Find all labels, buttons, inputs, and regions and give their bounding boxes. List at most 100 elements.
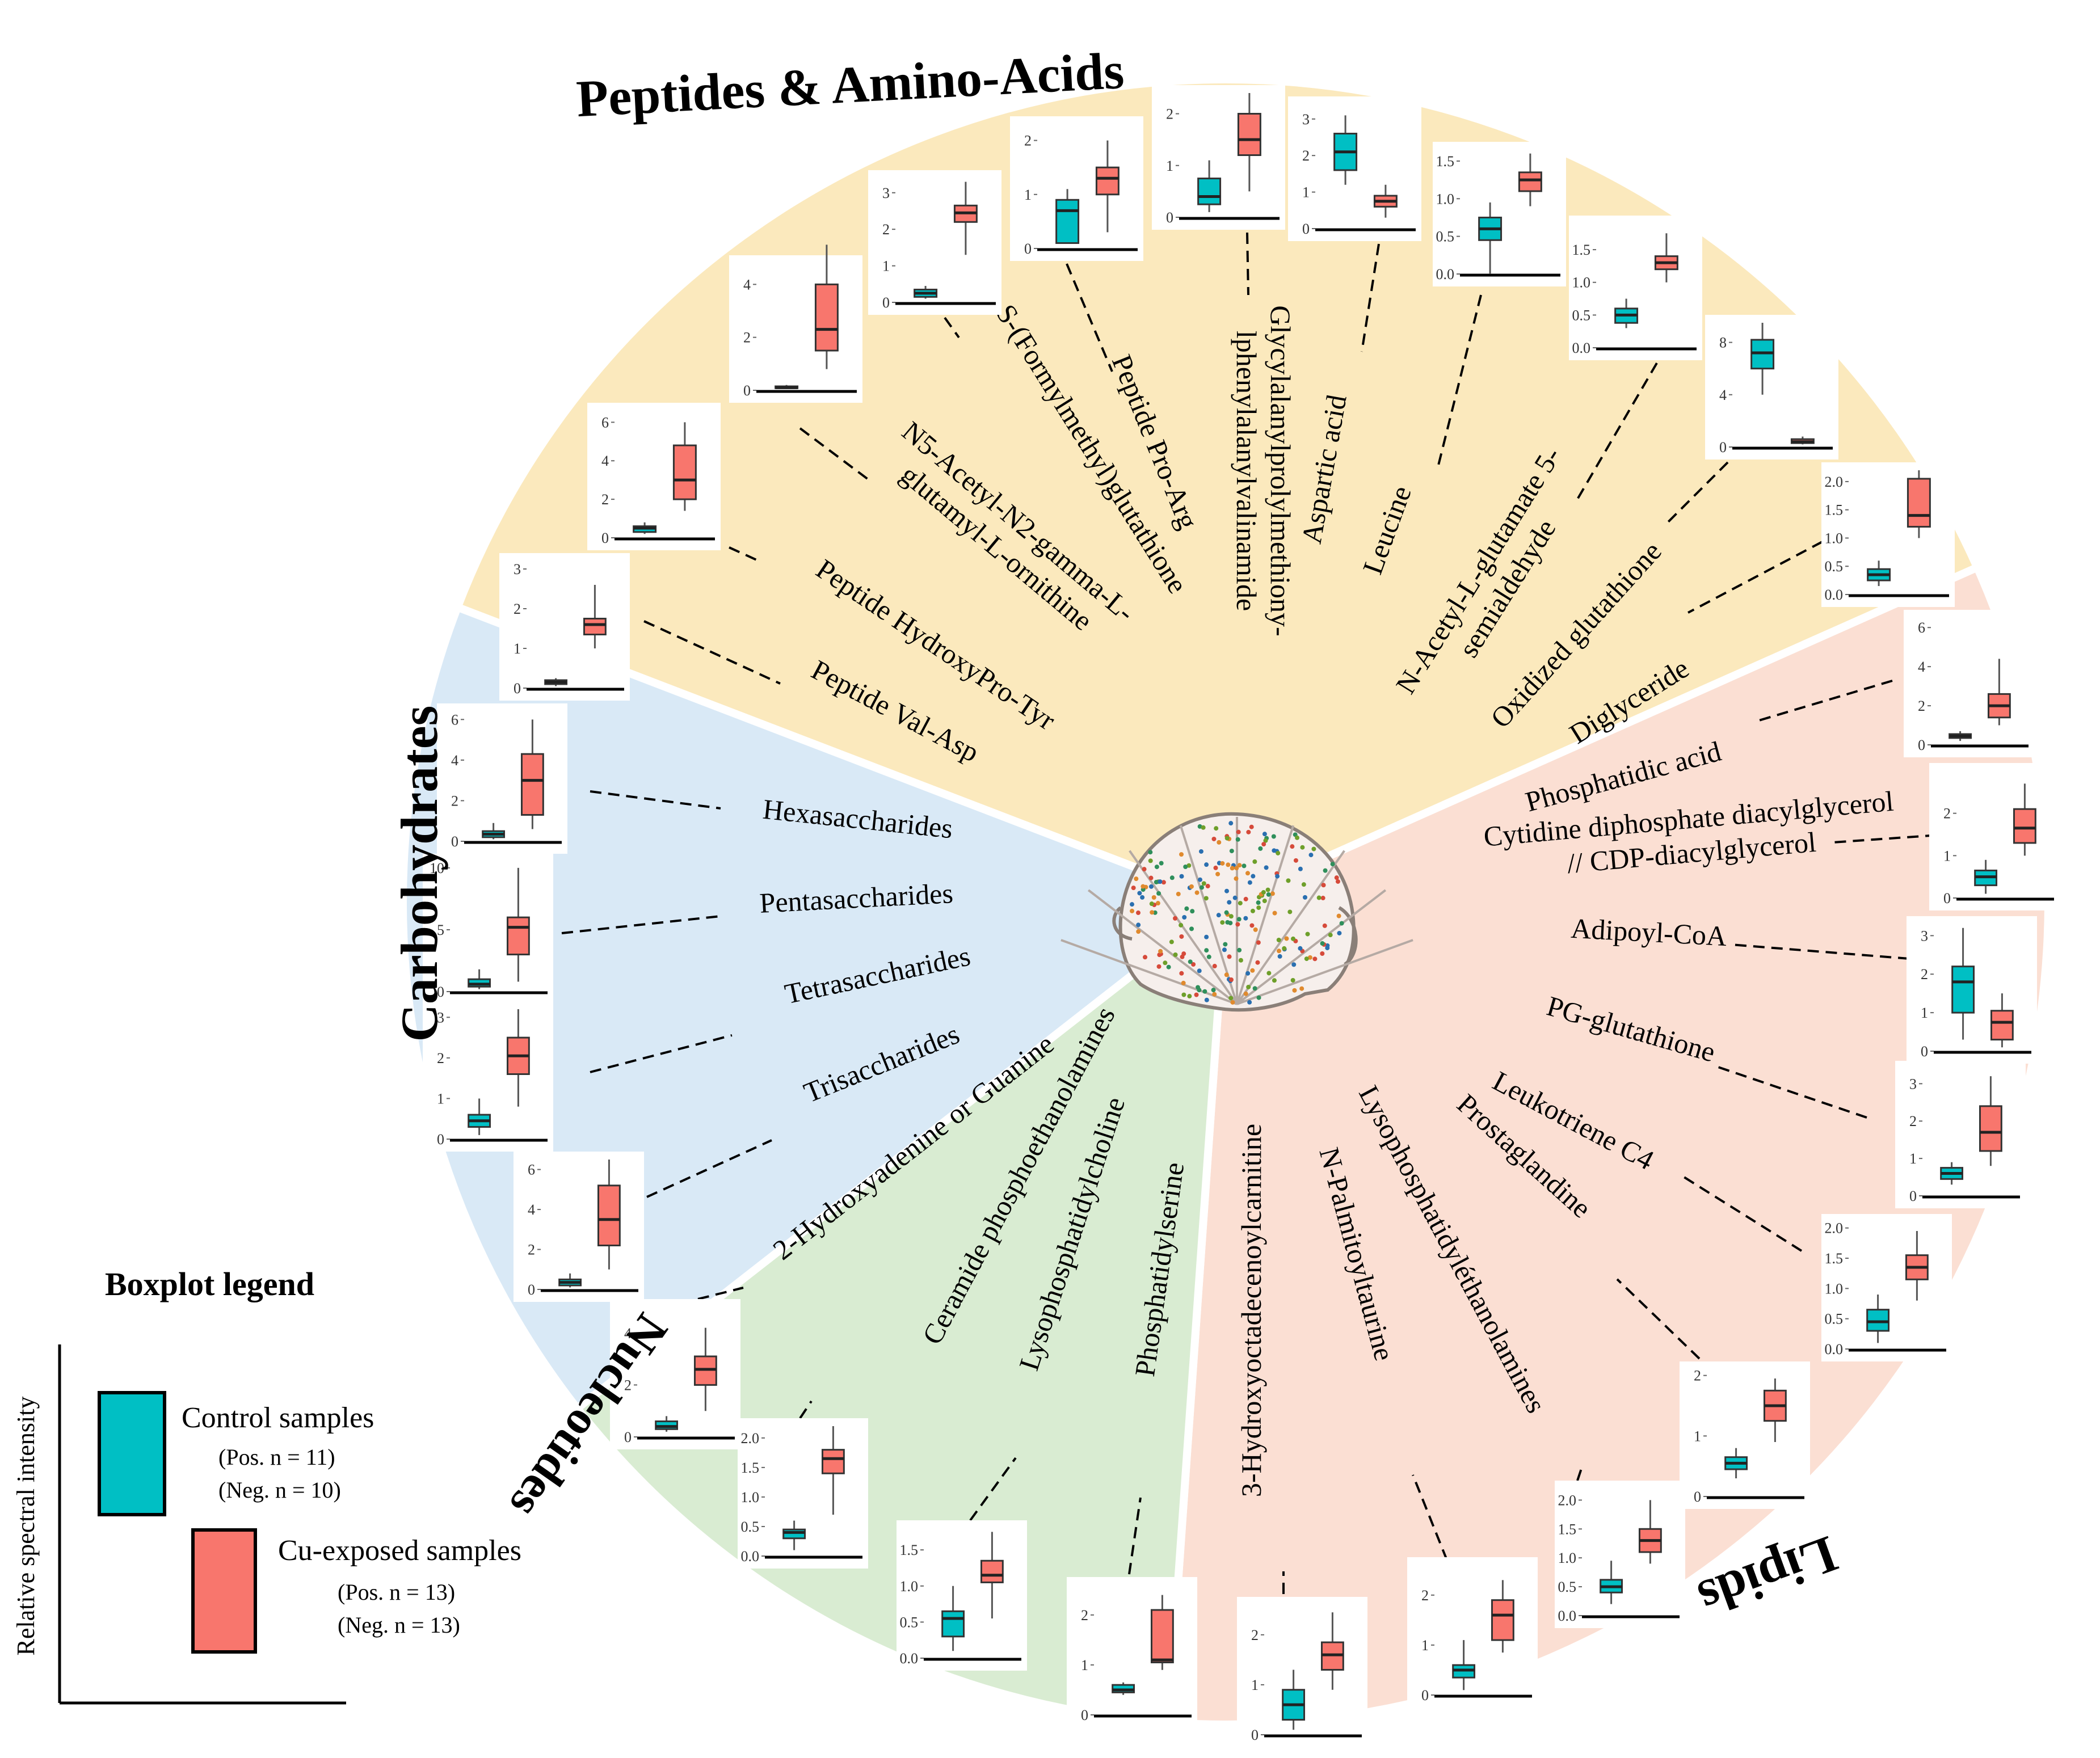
shell-dot [1143, 955, 1148, 960]
shell-dot [1304, 956, 1309, 962]
boxplot-tick-label: 1 [882, 258, 890, 275]
boxplot-tick-label: 0.0 [1825, 587, 1844, 603]
shell-dot [1190, 909, 1195, 914]
boxplot-tick-label: 2 [743, 330, 751, 346]
shell-dot [1204, 948, 1209, 953]
shell-dot [1235, 837, 1240, 842]
boxplot-tick-label: 0 [1909, 1188, 1917, 1204]
boxplot-box-exposed [980, 1559, 1004, 1583]
boxplot-tick-label: 1 [1081, 1657, 1088, 1673]
shell-dot [1150, 910, 1155, 915]
shell-dot [1291, 962, 1297, 967]
boxplot-box-exposed [583, 618, 607, 635]
boxplot-box-exposed [2013, 808, 2036, 844]
shell-dot [1328, 933, 1333, 938]
metabolite-label-line: lphenylalanylvalinamide [1231, 331, 1262, 611]
spoke-lines [561, 232, 1955, 1594]
boxplot-box-exposed [1518, 171, 1542, 192]
boxplot-tick-label: 0 [1694, 1489, 1701, 1505]
shell-dot [1227, 954, 1232, 959]
shell-dot [1212, 964, 1217, 969]
shell-dot [1277, 948, 1282, 954]
spoke-glycylalanyl [1246, 232, 1249, 296]
shell-dot [1148, 884, 1154, 889]
boxplot-tick-label: 0 [882, 294, 890, 311]
shell-dot [1258, 846, 1263, 851]
shell-dot [1169, 939, 1174, 945]
boxplot-tick-label: 1 [1024, 187, 1032, 203]
shell-dot [1130, 902, 1135, 907]
boxplot-tick-label: 4 [1719, 387, 1727, 403]
legend-y-axis-label: Relative spectral intensity [12, 1397, 40, 1656]
shell-dot [1238, 958, 1243, 963]
shell-dot [1302, 895, 1307, 900]
shell-dot [1213, 865, 1218, 870]
boxplot-tick-label: 0 [1719, 439, 1727, 456]
boxplot-ceramide: 0.00.51.01.52.0 [738, 1418, 868, 1569]
shell-dot [1224, 910, 1229, 915]
boxplot-tick-label: 2 [1302, 147, 1310, 164]
shell-dot [1232, 895, 1238, 900]
spoke-phosphatidic [1758, 680, 1893, 722]
boxplot-tick-label: 0.0 [1572, 340, 1591, 356]
shell-dot [1217, 840, 1222, 845]
boxplot-tick-label: 0.0 [741, 1548, 760, 1565]
shell-dot [1272, 910, 1277, 916]
shell-dot [1249, 923, 1255, 928]
boxplot-tick-label: 4 [528, 1201, 535, 1218]
shell-dot [1156, 964, 1161, 969]
shell-dot [1224, 888, 1230, 893]
shell-dot [1154, 880, 1159, 884]
shell-dot [1252, 986, 1257, 991]
shell-dot [1334, 875, 1339, 880]
spoke-diglyceride [1687, 532, 1839, 614]
shell-dot [1202, 989, 1207, 994]
shell-dot [1336, 913, 1341, 918]
boxplot-tick-label: 1 [1251, 1677, 1259, 1693]
spoke-ceramide [799, 1400, 813, 1419]
shell-dot [1261, 842, 1266, 847]
shell-dot [1337, 930, 1342, 935]
shell-dot [1250, 908, 1255, 913]
boxplot-tick-label: 2 [1421, 1587, 1429, 1604]
shell-dot [1222, 947, 1227, 952]
boxplot-tick-label: 1 [1909, 1150, 1917, 1167]
boxplot-tick-label: 1 [1302, 184, 1310, 201]
shell-dot [1227, 900, 1232, 905]
shell-dot [1204, 862, 1209, 867]
boxplot-tick-label: 1 [1421, 1637, 1429, 1654]
boxplot-tick-label: 2 [1943, 806, 1951, 822]
boxplot-glycylalanyl: 012 [1152, 85, 1285, 230]
shell-dot [1308, 853, 1314, 858]
shell-dot [1183, 864, 1188, 869]
shell-dot [1247, 880, 1252, 885]
shell-dot [1293, 858, 1298, 863]
shell-dot [1216, 913, 1221, 918]
boxplot-tick-label: 0 [624, 1429, 632, 1445]
boxplot-tick-label: 0 [514, 680, 521, 697]
shell-dot [1272, 848, 1277, 853]
boxplot-tick-label: 0 [1943, 890, 1951, 907]
boxplot-box-control [1866, 1309, 1890, 1332]
shell-dot [1272, 978, 1277, 983]
boxplot-prostaglandine: 012 [1680, 1361, 1810, 1509]
shell-dot [1155, 901, 1160, 906]
boxplot-tick-label: 0 [1024, 241, 1032, 257]
boxplot-pro_arg: 012 [1010, 116, 1143, 261]
boxplot-n_acetyl_glu: 0.00.51.01.5 [1569, 216, 1702, 360]
spoke-lpe [1576, 1463, 1584, 1481]
metabolite-label-line: 3-Hydroxyoctadecenoylcarnitine [1235, 1124, 1267, 1497]
shell-dot [1276, 850, 1281, 855]
spoke-pentasaccharides [561, 915, 721, 934]
boxplot-tick-label: 1 [514, 640, 521, 657]
boxplot-tick-label: 1 [1694, 1428, 1701, 1444]
boxplot-tick-label: 2.0 [1825, 474, 1844, 490]
shell-dot [1299, 986, 1304, 991]
boxplot-panel [1821, 1214, 1952, 1361]
shell-dot [1130, 908, 1135, 913]
boxplot-box-exposed [1907, 478, 1931, 528]
shell-rib [1236, 939, 1413, 1005]
shell-dot [1282, 946, 1287, 951]
